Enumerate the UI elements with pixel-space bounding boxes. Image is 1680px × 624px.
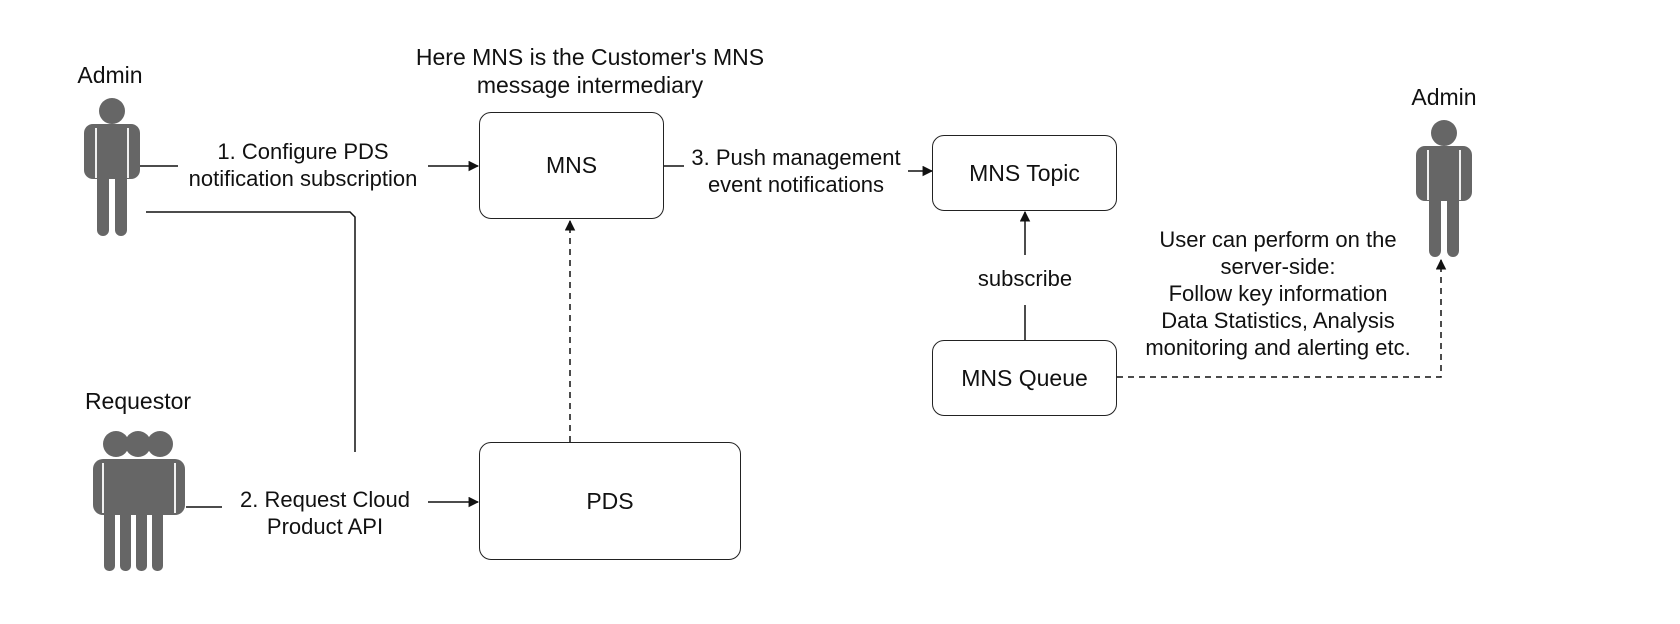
admin-right-label: Admin [1411, 84, 1477, 110]
requestor-label: Requestor [84, 388, 192, 414]
pds-box: PDS [479, 442, 741, 560]
edge-queue-to-admin [1117, 258, 1447, 378]
admin-right-person-icon [1416, 120, 1472, 257]
request-edge-label: 2. Request Cloud Product API [222, 486, 428, 540]
mns-topic-box: MNS Topic [932, 135, 1117, 211]
configure-edge-label: 1. Configure PDS notification subscripti… [178, 138, 428, 192]
server-side-line-2: server-side: [1220, 254, 1336, 279]
subscribe-edge-label: subscribe [977, 266, 1073, 291]
mns-queue-box: MNS Queue [932, 340, 1117, 416]
admin-left-label: Admin [77, 62, 143, 88]
request-line-2: Product API [266, 514, 384, 539]
note-label: Here MNS is the Customer's MNS message i… [400, 43, 780, 99]
note-line-2: message intermediary [476, 72, 704, 98]
push-line-2: event notifications [707, 172, 885, 197]
request-line-1: 2. Request Cloud [240, 487, 410, 512]
server-side-line-4: Data Statistics, Analysis [1161, 308, 1395, 333]
push-line-1: 3. Push management [691, 145, 901, 170]
requestor-group-icon [93, 431, 185, 571]
admin-left-person-icon [84, 98, 140, 236]
mns-box: MNS [479, 112, 664, 219]
server-side-line-1: User can perform on the [1159, 227, 1397, 252]
server-side-note: User can perform on the server-side: Fol… [1128, 226, 1428, 361]
server-side-line-3: Follow key information [1168, 281, 1388, 306]
push-edge-label: 3. Push management event notifications [684, 144, 908, 198]
server-side-line-5: monitoring and alerting etc. [1145, 335, 1411, 360]
configure-line-2: notification subscription [188, 166, 418, 191]
edge-admin-to-request [146, 211, 356, 452]
note-line-1: Here MNS is the Customer's MNS [415, 44, 765, 70]
configure-line-1: 1. Configure PDS [217, 139, 389, 164]
